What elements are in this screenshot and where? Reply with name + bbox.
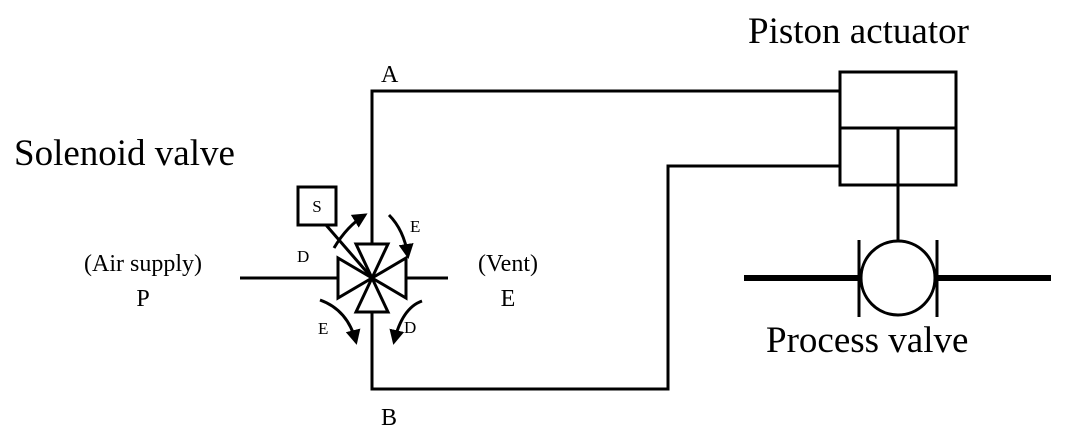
flow-arrow-d-lower — [389, 299, 423, 345]
piston-actuator-symbol — [838, 70, 958, 241]
line-b — [370, 164, 840, 391]
solenoid-coil-box — [296, 185, 338, 227]
flow-d-lower-label: D — [404, 318, 416, 337]
process-valve-title: Process valve — [766, 320, 968, 361]
flow-e-lower-label: E — [318, 319, 328, 338]
flow-e-upper-label: E — [410, 217, 420, 236]
port-a-label: A — [381, 62, 399, 88]
solenoid-s-label: S — [312, 197, 321, 216]
solenoid-valve-symbol — [336, 242, 408, 314]
port-b-label: B — [381, 405, 397, 431]
flow-arrow-e-lower — [319, 298, 361, 345]
flow-d-upper-label: D — [297, 247, 309, 266]
solenoid-link-line — [324, 224, 374, 279]
solenoid-valve-title: Solenoid valve — [14, 133, 235, 174]
port-e-label: E — [501, 286, 516, 312]
flow-arrow-d-upper — [332, 213, 368, 249]
piston-actuator-title: Piston actuator — [748, 11, 969, 52]
line-a — [370, 89, 840, 245]
vent-label: (Vent) — [478, 251, 538, 277]
port-p-label: P — [136, 286, 149, 312]
flow-arrow-e-upper — [387, 213, 414, 259]
process-valve-symbol — [744, 239, 1051, 317]
air-supply-label: (Air supply) — [84, 251, 202, 277]
